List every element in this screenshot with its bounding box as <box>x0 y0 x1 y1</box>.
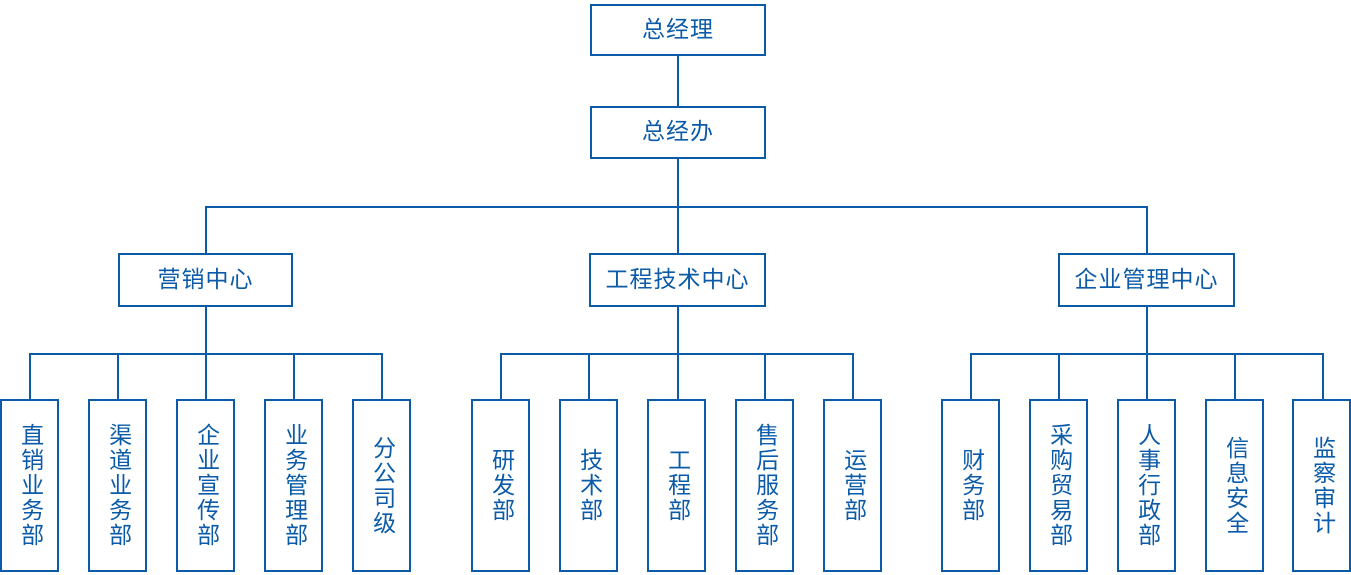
node-dept-corporate-publicity[interactable]: 企业宣传部 <box>176 399 235 572</box>
connector-bus-to-dept-m3 <box>293 353 295 399</box>
node-dept-direct-sales[interactable]: 直销业务部 <box>0 399 59 572</box>
node-center-marketing[interactable]: 营销中心 <box>118 253 293 307</box>
node-label: 运营部 <box>839 448 866 523</box>
node-label: 分公司级 <box>368 435 395 536</box>
node-label: 技术部 <box>575 448 602 523</box>
node-dept-finance[interactable]: 财务部 <box>941 399 1000 572</box>
node-label: 直销业务部 <box>16 423 43 548</box>
node-dept-engineering[interactable]: 工程部 <box>647 399 706 572</box>
node-label: 业务管理部 <box>280 423 307 548</box>
connector-bus-to-dept-g2 <box>1146 353 1148 399</box>
connector-bus-to-dept-g3 <box>1234 353 1236 399</box>
node-label: 企业宣传部 <box>192 423 219 548</box>
connector-bus-to-dept-e4 <box>852 353 854 399</box>
node-dept-technology[interactable]: 技术部 <box>559 399 618 572</box>
connector-bus-to-dept-m0 <box>29 353 31 399</box>
node-label: 企业管理中心 <box>1074 266 1219 293</box>
connector-bus-to-dept-e3 <box>764 353 766 399</box>
node-dept-operations[interactable]: 运营部 <box>823 399 882 572</box>
node-label: 监察审计 <box>1308 435 1335 536</box>
node-dept-information-security[interactable]: 信息安全 <box>1205 399 1264 572</box>
node-dept-branch-level[interactable]: 分公司级 <box>352 399 411 572</box>
bus-engineering-departments <box>500 353 853 355</box>
node-label: 采购贸易部 <box>1045 423 1072 548</box>
connector-center-management-down <box>1146 307 1148 354</box>
connector-bus-to-center-1 <box>677 206 679 253</box>
node-general-office[interactable]: 总经办 <box>590 106 766 159</box>
node-label: 渠道业务部 <box>104 423 131 548</box>
node-label: 营销中心 <box>157 266 254 293</box>
connector-bus-to-center-0 <box>205 206 207 253</box>
node-label: 工程部 <box>663 448 690 523</box>
connector-bus-to-dept-m1 <box>117 353 119 399</box>
node-dept-supervision-audit[interactable]: 监察审计 <box>1292 399 1351 572</box>
connector-bus-to-dept-g0 <box>970 353 972 399</box>
node-label: 人事行政部 <box>1133 423 1160 548</box>
connector-bus-to-dept-m4 <box>381 353 383 399</box>
connector-bus-to-dept-g1 <box>1058 353 1060 399</box>
node-dept-procurement-trade[interactable]: 采购贸易部 <box>1029 399 1088 572</box>
node-general-manager[interactable]: 总经理 <box>590 4 766 56</box>
node-center-engineering[interactable]: 工程技术中心 <box>589 253 766 307</box>
connector-bus-to-dept-e0 <box>500 353 502 399</box>
node-center-management[interactable]: 企业管理中心 <box>1058 253 1235 307</box>
connector-root-to-office <box>677 56 679 106</box>
node-label: 信息安全 <box>1221 435 1248 536</box>
node-label: 总经办 <box>642 119 714 146</box>
node-dept-research-development[interactable]: 研发部 <box>471 399 530 572</box>
bus-centers <box>205 206 1148 208</box>
connector-center-engineering-down <box>677 307 679 354</box>
connector-center-marketing-down <box>205 307 207 354</box>
connector-office-to-bus <box>677 159 679 207</box>
connector-bus-to-center-2 <box>1146 206 1148 253</box>
node-label: 售后服务部 <box>751 423 778 548</box>
connector-bus-to-dept-g4 <box>1322 353 1324 399</box>
node-label: 研发部 <box>487 448 514 523</box>
node-label: 总经理 <box>642 16 714 43</box>
node-label: 工程技术中心 <box>605 266 750 293</box>
connector-bus-to-dept-e2 <box>677 353 679 399</box>
node-dept-channel-sales[interactable]: 渠道业务部 <box>88 399 147 572</box>
node-dept-after-sales-service[interactable]: 售后服务部 <box>735 399 794 572</box>
connector-bus-to-dept-e1 <box>588 353 590 399</box>
node-dept-business-management[interactable]: 业务管理部 <box>264 399 323 572</box>
node-dept-human-resources-administration[interactable]: 人事行政部 <box>1117 399 1176 572</box>
node-label: 财务部 <box>957 448 984 523</box>
connector-bus-to-dept-m2 <box>205 353 207 399</box>
